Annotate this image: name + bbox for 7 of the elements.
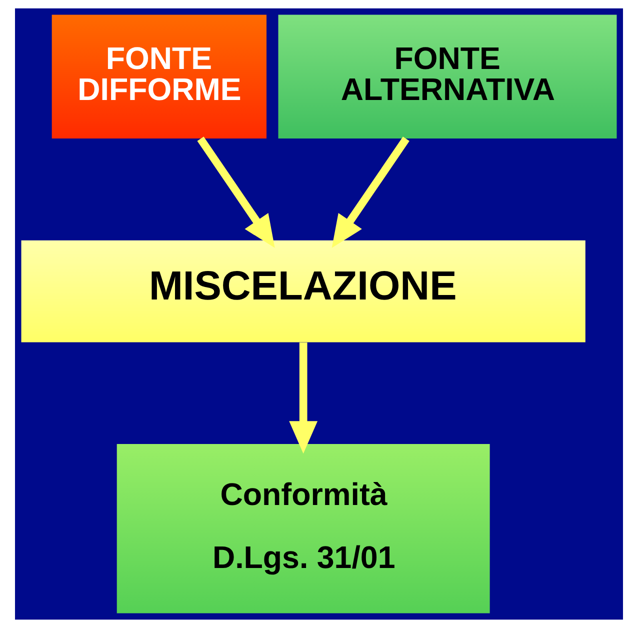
node-box: Conformità D.Lgs. 31/01 bbox=[116, 444, 490, 614]
arrow bbox=[332, 136, 410, 248]
arrow bbox=[197, 136, 275, 248]
arrow bbox=[289, 342, 318, 454]
node-box: FONTE DIFFORME bbox=[52, 14, 266, 138]
node-box: FONTE ALTERNATIVA bbox=[278, 14, 617, 138]
node-box: MISCELAZIONE bbox=[21, 240, 586, 342]
